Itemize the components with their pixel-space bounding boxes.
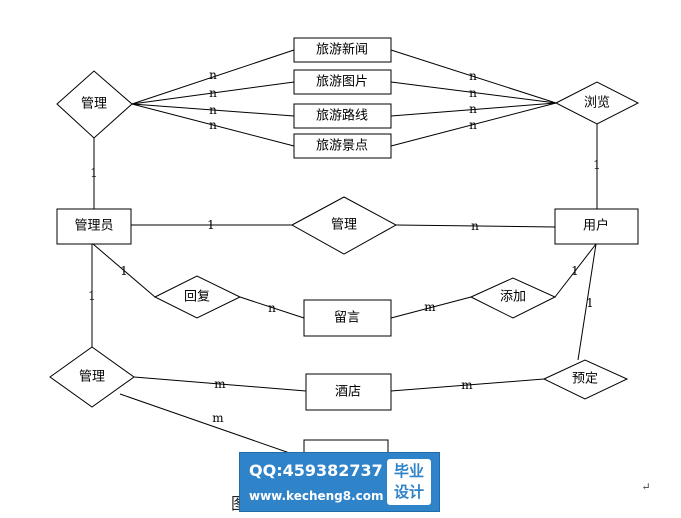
paragraph-return-mark: ↵: [641, 481, 650, 494]
entity-tour-routes: 旅游路线: [293, 103, 392, 129]
entity-tour-pictures: 旅游图片: [293, 69, 392, 95]
relationship-manage-top-label: 管理: [81, 97, 107, 112]
cardinality-n: n: [469, 69, 477, 83]
entity-tour-routes-label: 旅游路线: [316, 108, 368, 124]
watermark-badge-line1: 毕业: [393, 462, 424, 480]
entity-user-label: 用户: [583, 218, 609, 234]
cardinality-n: n: [268, 301, 276, 315]
cardinality-m: m: [424, 300, 436, 314]
entity-admin-label: 管理员: [74, 219, 113, 234]
relationship-manage-mid-label: 管理: [331, 218, 357, 233]
relationship-browse: 浏览: [554, 81, 640, 125]
cardinality-m: m: [461, 378, 473, 392]
cardinality-m: m: [214, 377, 226, 391]
entity-tour-news-label: 旅游新闻: [316, 42, 368, 58]
entity-tour-news: 旅游新闻: [293, 37, 392, 63]
entity-tour-pictures-label: 旅游图片: [316, 75, 368, 90]
entity-tour-spots-label: 旅游景点: [316, 139, 368, 154]
cardinality-labels: n n n n n n n n 1 1 1 n 1 n m 1 1 1 m m …: [88, 68, 601, 425]
entity-tour-spots: 旅游景点: [293, 133, 392, 159]
entity-hotel-label: 酒店: [335, 385, 361, 400]
cardinality-1: 1: [207, 218, 215, 232]
entity-hotel: 酒店: [305, 373, 392, 411]
relationship-add: 添加: [469, 277, 557, 319]
cardinality-1: 1: [593, 158, 601, 172]
relationship-browse-label: 浏览: [584, 95, 610, 111]
entity-user: 用户: [554, 208, 639, 245]
cardinality-n: n: [209, 118, 217, 132]
watermark-qq-text: QQ:459382737: [249, 461, 383, 480]
relationship-reply: 回复: [153, 275, 242, 319]
cardinality-n: n: [469, 86, 477, 100]
relationship-add-label: 添加: [500, 290, 526, 305]
relationship-manage-bottom-label: 管理: [79, 370, 105, 385]
cardinality-n: n: [469, 118, 477, 132]
watermark-banner: QQ:459382737 www.kecheng8.com 毕业 设计: [239, 452, 440, 512]
cardinality-n: n: [209, 103, 217, 117]
cardinality-1: 1: [586, 296, 594, 310]
cardinality-n: n: [209, 86, 217, 100]
cardinality-1: 1: [571, 264, 579, 278]
cardinality-n: n: [209, 68, 217, 82]
cardinality-n: n: [471, 219, 479, 233]
cardinality-m: m: [212, 411, 224, 425]
relationship-manage-mid: 管理: [290, 196, 398, 255]
relationship-book-label: 预定: [572, 372, 598, 387]
cardinality-n: n: [469, 102, 477, 116]
cardinality-1: 1: [90, 166, 98, 180]
relationship-book: 预定: [542, 359, 629, 400]
entity-message: 留言: [303, 299, 392, 337]
entity-admin: 管理员: [56, 208, 132, 245]
watermark-badge: 毕业 设计: [387, 459, 431, 505]
connector-lines: [91, 49, 598, 459]
relationship-manage-top: 管理: [56, 70, 133, 139]
entity-message-label: 留言: [334, 311, 360, 326]
cardinality-1: 1: [120, 264, 128, 278]
watermark-url-text: www.kecheng8.com: [249, 489, 384, 503]
relationship-reply-label: 回复: [184, 290, 210, 305]
cardinality-1: 1: [88, 289, 96, 303]
relationship-manage-bottom: 管理: [49, 346, 135, 408]
watermark-badge-line2: 设计: [393, 483, 424, 501]
